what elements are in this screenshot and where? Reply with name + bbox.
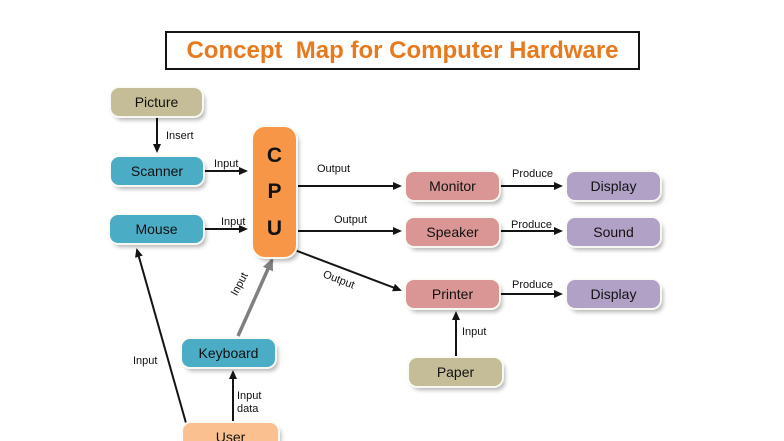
- node-cpu-letter-u: U: [266, 216, 283, 240]
- node-display-bottom: Display: [567, 280, 660, 308]
- node-speaker: Speaker: [406, 218, 499, 246]
- node-paper-label: Paper: [436, 364, 475, 380]
- arrow-user-mouse: [135, 248, 187, 424]
- node-speaker-label: Speaker: [426, 224, 479, 240]
- node-sound: Sound: [567, 218, 660, 246]
- arrow-cpu-printer: [291, 248, 402, 292]
- node-monitor-label: Monitor: [429, 178, 476, 194]
- edge-label-input-data-line1: Input: [237, 390, 262, 402]
- node-keyboard-label: Keyboard: [198, 345, 259, 361]
- node-picture: Picture: [111, 88, 202, 116]
- edge-label-produce-sound: Produce: [511, 219, 552, 231]
- node-keyboard: Keyboard: [182, 339, 275, 367]
- edge-label-paper-input: Input: [462, 326, 487, 338]
- edge-label-user-mouse-input: Input: [133, 355, 158, 367]
- node-mouse: Mouse: [110, 215, 203, 243]
- node-user-label: User: [215, 429, 246, 441]
- node-cpu: C P U: [253, 127, 296, 257]
- node-picture-label: Picture: [134, 94, 179, 110]
- edge-label-insert: Insert: [166, 130, 194, 142]
- node-scanner: Scanner: [111, 157, 203, 185]
- node-monitor: Monitor: [406, 172, 499, 200]
- page-title: Concept Map for Computer Hardware: [186, 36, 619, 64]
- title-box: Concept Map for Computer Hardware: [165, 31, 640, 70]
- edge-label-scanner-input: Input: [214, 158, 239, 170]
- node-display-bottom-label: Display: [590, 286, 637, 302]
- node-display-top-label: Display: [590, 178, 637, 194]
- node-mouse-label: Mouse: [135, 221, 178, 237]
- edge-label-input-data-line2: data: [237, 403, 259, 415]
- node-sound-label: Sound: [593, 224, 634, 240]
- node-printer-label: Printer: [431, 286, 474, 302]
- node-display-top: Display: [567, 172, 660, 200]
- node-printer: Printer: [406, 280, 499, 308]
- node-paper: Paper: [409, 358, 502, 386]
- node-cpu-letter-p: P: [267, 180, 282, 203]
- node-cpu-letter-c: C: [266, 143, 283, 167]
- node-user: User: [183, 423, 278, 441]
- edge-label-output-monitor: Output: [317, 163, 351, 175]
- arrow-keyboard-cpu: [236, 258, 274, 337]
- edge-label-output-speaker: Output: [334, 214, 368, 226]
- node-scanner-label: Scanner: [130, 163, 184, 179]
- edge-label-produce-display-top: Produce: [512, 168, 553, 180]
- edge-label-produce-display-bottom: Produce: [512, 279, 553, 291]
- edge-label-mouse-input: Input: [221, 216, 246, 228]
